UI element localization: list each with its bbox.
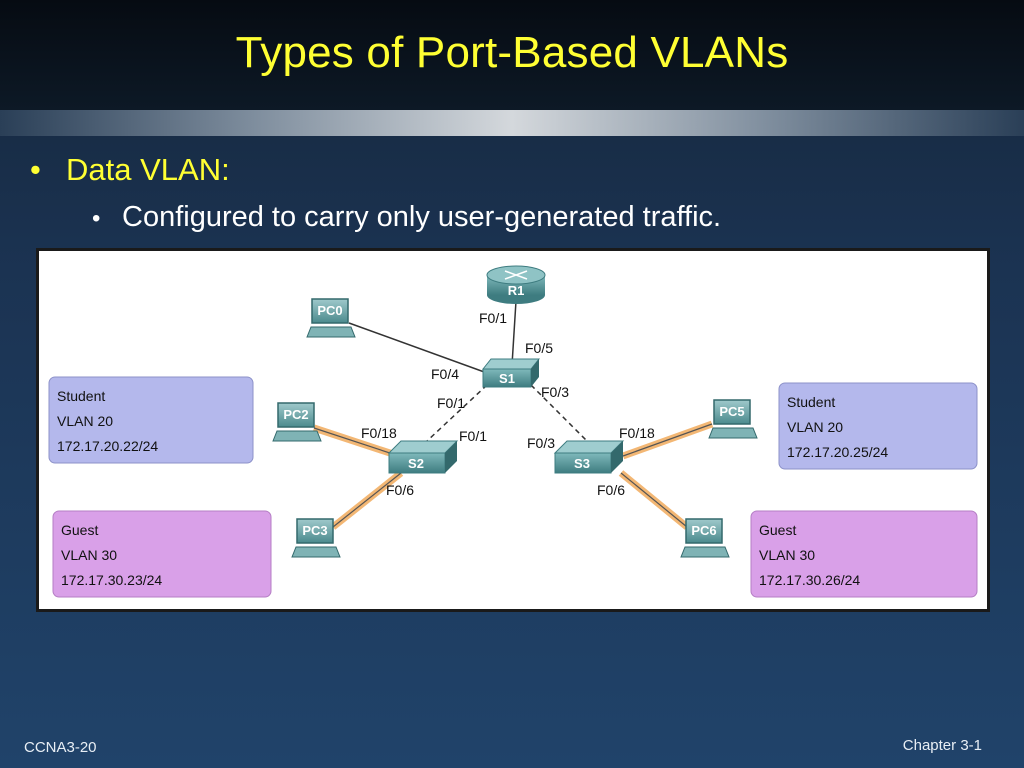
pc3[interactable]: PC3: [291, 518, 341, 558]
pc6-label: PC6: [691, 523, 716, 538]
vlan-box-guest-right: Guest VLAN 30 172.17.30.26/24: [750, 510, 978, 598]
bullet-glyph: •: [92, 205, 101, 232]
pc2[interactable]: PC2: [272, 402, 322, 442]
pc0-label: PC0: [317, 303, 342, 318]
port-s3-f03: F0/3: [527, 435, 555, 451]
svg-text:VLAN 20: VLAN 20: [787, 419, 843, 435]
pc0[interactable]: PC0: [306, 298, 356, 338]
bullet-text: Configured to carry only user-generated …: [122, 201, 722, 233]
link-s1-s2-trunk: [426, 384, 488, 442]
port-s3-f06: F0/6: [597, 482, 625, 498]
switch-s3[interactable]: S3: [553, 440, 625, 474]
link-r1-s1: [511, 300, 517, 366]
link-pc6-s3-core: [620, 472, 688, 528]
title-divider: [0, 110, 1024, 136]
slide-title: Types of Port-Based VLANs: [235, 28, 789, 77]
bullet-data-vlan: • Data VLAN:: [30, 152, 230, 188]
pc6[interactable]: PC6: [680, 518, 730, 558]
link-pc2-s2-core: [313, 427, 400, 457]
port-s1-f04: F0/4: [431, 366, 459, 382]
title-bar: [0, 0, 1024, 110]
svg-text:172.17.20.25/24: 172.17.20.25/24: [787, 444, 888, 460]
vlan-box-student-left: Student VLAN 20 172.17.20.22/24: [48, 376, 254, 464]
link-pc5-s3-core: [622, 423, 713, 457]
port-s1-f03: F0/3: [541, 384, 569, 400]
svg-text:172.17.30.23/24: 172.17.30.23/24: [61, 572, 162, 588]
port-s2-f01: F0/1: [459, 428, 487, 444]
vlan-box-student-right: Student VLAN 20 172.17.20.25/24: [778, 382, 978, 470]
bullet-text: Data VLAN:: [66, 152, 230, 187]
svg-text:Guest: Guest: [759, 522, 796, 538]
router-r1[interactable]: R1: [486, 265, 546, 304]
network-diagram: R1 S1 S2 S3 PC0: [36, 248, 990, 612]
svg-text:172.17.20.22/24: 172.17.20.22/24: [57, 438, 158, 454]
port-r1-f01: F0/1: [479, 310, 507, 326]
pc5-label: PC5: [719, 404, 744, 419]
port-s2-f06: F0/6: [386, 482, 414, 498]
svg-text:Student: Student: [57, 388, 105, 404]
pc2-label: PC2: [283, 407, 308, 422]
link-pc0-s1: [348, 322, 488, 374]
router-r1-label: R1: [508, 283, 525, 298]
svg-text:VLAN 30: VLAN 30: [759, 547, 815, 563]
port-s3-f018: F0/18: [619, 425, 655, 441]
bullet-glyph: •: [30, 152, 41, 187]
pc3-label: PC3: [302, 523, 327, 538]
port-s1-f05: F0/5: [525, 340, 553, 356]
port-s1-f01: F0/1: [437, 395, 465, 411]
vlan-box-guest-left: Guest VLAN 30 172.17.30.23/24: [52, 510, 272, 598]
svg-text:172.17.30.26/24: 172.17.30.26/24: [759, 572, 860, 588]
switch-s2-label: S2: [408, 456, 424, 471]
svg-text:VLAN 30: VLAN 30: [61, 547, 117, 563]
switch-s3-label: S3: [574, 456, 590, 471]
link-pc3-s2-core: [332, 472, 402, 528]
switch-s1-label: S1: [499, 371, 515, 386]
switch-s2[interactable]: S2: [387, 440, 459, 474]
bullet-configured: • Configured to carry only user-generated…: [92, 201, 721, 234]
switch-s1[interactable]: S1: [481, 358, 541, 388]
svg-text:Student: Student: [787, 394, 835, 410]
port-s2-f018: F0/18: [361, 425, 397, 441]
link-s1-s3-trunk: [530, 384, 588, 442]
footer-course: CCNA3-20: [24, 739, 97, 756]
svg-text:VLAN 20: VLAN 20: [57, 413, 113, 429]
pc5[interactable]: PC5: [708, 399, 758, 439]
footer-chapter: Chapter 3-1: [902, 737, 982, 754]
svg-text:Guest: Guest: [61, 522, 98, 538]
